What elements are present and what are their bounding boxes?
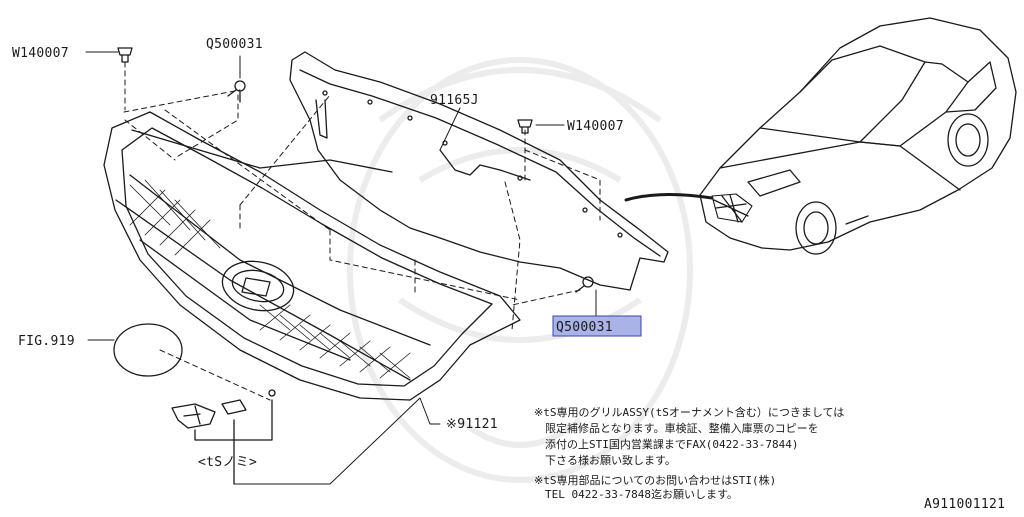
label-91121: ※91121 [446,417,498,432]
ts-only-bracket-set [171,389,276,485]
bolt-q500031-top [227,80,246,103]
note-line-1: ※tS専用のグリルASSY(tSオーナメント含む）につきましては [534,405,844,419]
clip-w140007-left [117,47,133,63]
label-w140007-right: W140007 [567,119,624,134]
grille-mesh [129,179,411,379]
front-emblem-part [113,323,183,377]
label-fig919[interactable]: FIG.919 [18,334,75,349]
label-w140007-left: W140007 [12,46,69,61]
grille-emblem-mount [221,260,295,312]
upper-support-bracket-91165j [289,51,669,291]
leader-lines [85,51,597,485]
highlight-box-q500031 [552,315,642,337]
pointer-to-vehicle-grille [624,192,714,202]
clip-w140007-right [517,119,533,134]
fastener-guide-lines [123,61,601,401]
note-line-6: TEL 0422-33-7848迄お願いします。 [545,487,738,501]
note-line-3: 添付の上STI国内営業課までFAX(0422-33-7844) [545,437,798,451]
note-line-5: ※tS専用部品についてのお問い合わせはSTI(株) [534,473,776,487]
note-line-4: 下さる様お願い致します。 [545,453,676,467]
front-grille-assembly [103,111,521,401]
bolt-q500031-lower [575,276,594,293]
label-91165j: 91165J [430,93,479,108]
note-line-2: 限定補修品となります。車検証、整備入庫票のコピーを [545,421,819,435]
diagram-id: A911001121 [924,497,1005,512]
label-q500031-top: Q500031 [206,37,263,52]
vehicle-illustration [699,17,1017,255]
label-q500031-highlight[interactable]: Q500031 [556,320,613,335]
label-ts-only: <tSノミ> [198,455,257,470]
